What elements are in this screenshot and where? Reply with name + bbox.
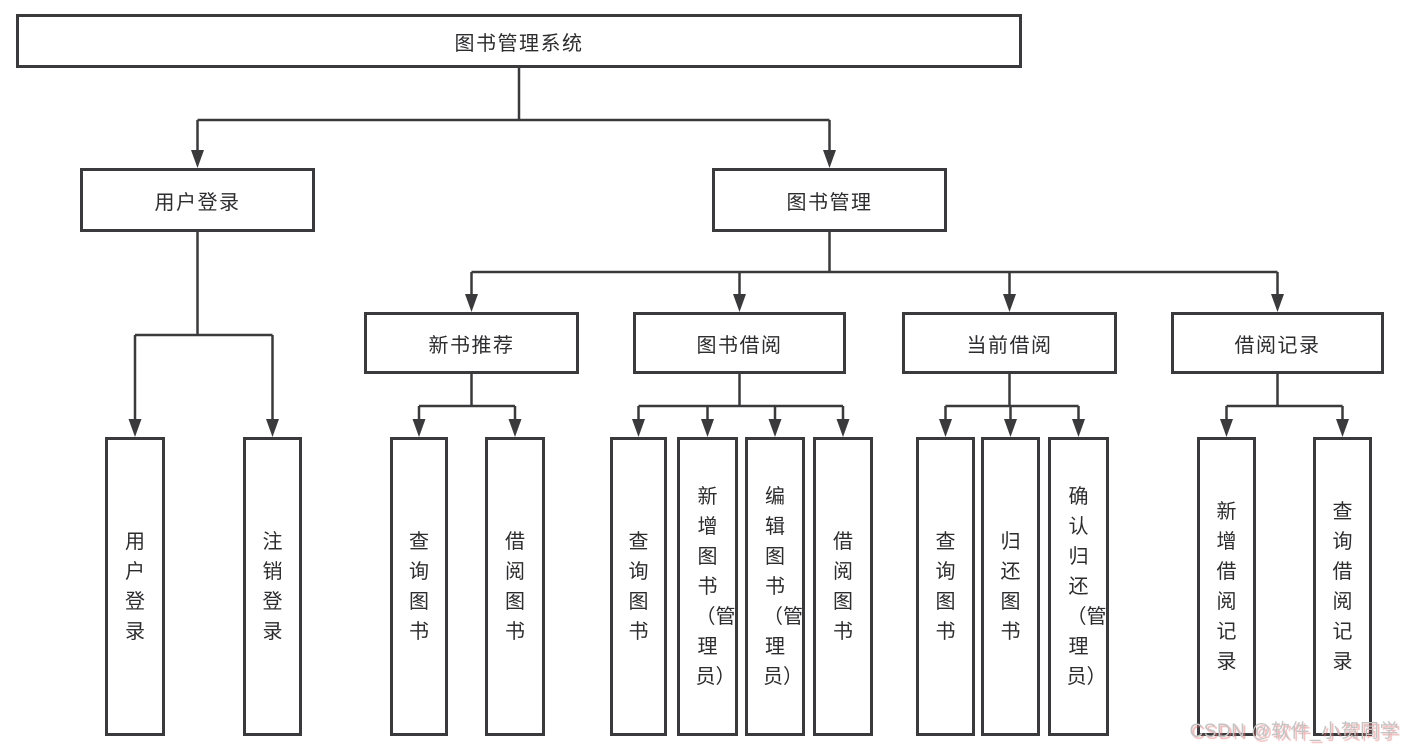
node-label: 新书推荐 — [428, 334, 515, 357]
node-borrow-records: 借阅记录 — [1171, 312, 1384, 374]
leaf-label: 查询借阅记录 — [1332, 500, 1353, 673]
leaf-current-query-books: 查询图书 — [916, 437, 975, 736]
leaf-records-query-record: 查询借阅记录 — [1313, 437, 1372, 736]
leaf-borrow-add-books-admin: 新增图书（管理员） — [677, 437, 738, 736]
leaf-current-return-books: 归还图书 — [981, 437, 1040, 736]
leaf-borrow-query-books: 查询图书 — [610, 437, 667, 736]
leaf-label: 查询图书 — [409, 530, 429, 643]
leaf-label: 查询图书 — [628, 530, 649, 643]
leaf-label: 编辑图书（管理员） — [763, 485, 803, 688]
leaf-borrow-borrow-books: 借阅图书 — [813, 437, 873, 736]
leaf-label: 借阅图书 — [505, 530, 525, 643]
node-label: 图书管理 — [786, 191, 873, 214]
node-label: 图书管理系统 — [454, 32, 584, 55]
node-new-books: 新书推荐 — [364, 312, 579, 374]
leaf-current-confirm-return-admin: 确认归还（管理员） — [1048, 437, 1109, 736]
arrowheads — [128, 150, 1349, 437]
leaf-label: 用户登录 — [125, 530, 145, 643]
leaf-label: 新增图书（管理员） — [695, 485, 736, 688]
leaf-label: 新增借阅记录 — [1216, 500, 1237, 673]
leaf-borrow-edit-books-admin: 编辑图书（管理员） — [745, 437, 805, 736]
leaf-logout: 注销登录 — [243, 437, 302, 736]
leaf-label: 注销登录 — [262, 530, 283, 643]
node-label: 用户登录 — [154, 191, 241, 214]
node-current-borrow: 当前借阅 — [902, 312, 1117, 374]
node-label: 当前借阅 — [966, 334, 1053, 357]
leaf-records-add-record: 新增借阅记录 — [1197, 437, 1256, 736]
leaf-user-login: 用户登录 — [105, 437, 165, 736]
csdn-watermark: CSDN @软件_小贺同学 — [1189, 721, 1399, 742]
node-root: 图书管理系统 — [16, 14, 1022, 68]
node-book-borrow: 图书借阅 — [633, 312, 846, 374]
node-label: 图书借阅 — [696, 334, 783, 357]
leaf-label: 确认归还（管理员） — [1066, 485, 1107, 688]
leaf-newbooks-query-books: 查询图书 — [390, 437, 448, 736]
node-user-login: 用户登录 — [80, 168, 315, 232]
leaf-label: 查询图书 — [935, 530, 956, 643]
leaf-label: 借阅图书 — [833, 530, 853, 643]
node-label: 借阅记录 — [1234, 334, 1321, 357]
leaf-newbooks-borrow-books: 借阅图书 — [485, 437, 545, 736]
leaf-label: 归还图书 — [1000, 530, 1021, 643]
node-book-mgmt: 图书管理 — [712, 168, 947, 232]
